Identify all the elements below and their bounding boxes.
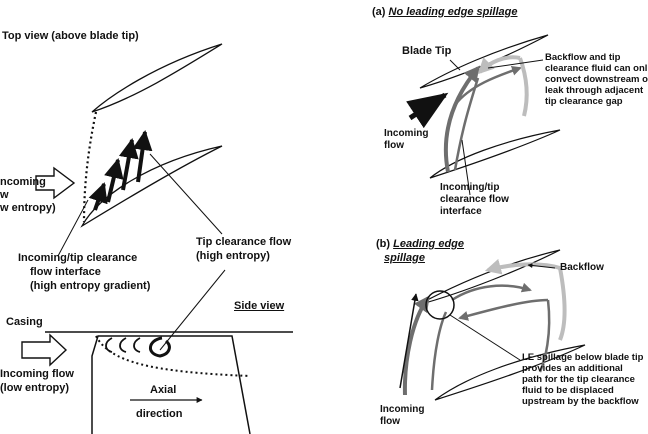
incoming-side-arrow bbox=[21, 333, 68, 367]
panel-b-title-line-1: Leading edge bbox=[393, 238, 465, 250]
tip-flow-leader-top bbox=[149, 153, 223, 235]
upper-blade bbox=[91, 43, 223, 113]
incoming-side-line-1: Incoming flow bbox=[0, 368, 74, 380]
backflow-a-line-1: Backflow and tip bbox=[545, 52, 621, 63]
tip-arrow-4 bbox=[132, 130, 153, 183]
blade-tip-label: Blade Tip bbox=[402, 45, 452, 57]
le-b-line-2: provides an additional bbox=[522, 363, 623, 374]
incoming-arrow-b bbox=[399, 293, 419, 389]
top-view-title: Top view (above blade tip) bbox=[2, 30, 139, 42]
backflow-a-line-3: convect downstream o bbox=[545, 74, 648, 85]
flow-paths-b bbox=[402, 258, 567, 396]
top-view-blades bbox=[80, 43, 223, 228]
side-vortex bbox=[105, 336, 171, 358]
incoming-top-line-3: w entropy) bbox=[0, 202, 56, 214]
panel-a-prefix: (a) bbox=[372, 6, 389, 18]
entropy-dotted-line bbox=[95, 335, 251, 377]
le-b-line-4: fluid to be displaced bbox=[522, 385, 614, 396]
interface-a-line-1: Incoming/tip bbox=[440, 182, 500, 193]
backflow-leader-b bbox=[527, 263, 556, 269]
tip-flow-label-line-2: (high entropy) bbox=[196, 250, 270, 262]
panel-a-title-text: No leading edge spillage bbox=[388, 6, 518, 18]
casing-label: Casing bbox=[6, 316, 43, 328]
incoming-b-line-1: Incoming bbox=[380, 404, 425, 415]
tip-flow-label-line-1: Tip clearance flow bbox=[196, 236, 292, 248]
incoming-a-line-2: flow bbox=[384, 140, 404, 151]
tip-arrow-1 bbox=[88, 182, 108, 211]
backflow-leader-a bbox=[487, 59, 544, 69]
interface-label-line-3: (high entropy gradient) bbox=[30, 280, 151, 292]
flow-paths-a bbox=[443, 55, 529, 173]
tip-clearance-arrows bbox=[88, 130, 153, 211]
backflow-a-line-4: leak through adjacent bbox=[545, 85, 644, 96]
incoming-hollow-arrow bbox=[35, 166, 76, 200]
direction-label: direction bbox=[136, 408, 183, 420]
axial-label: Axial bbox=[150, 384, 177, 396]
le-b-line-1: LE spillage below blade tip bbox=[522, 352, 644, 363]
le-b-line-3: path for the tip clearance bbox=[522, 374, 635, 385]
backflow-a-line-2: clearance fluid can onl bbox=[545, 63, 648, 74]
le-b-line-5: upstream by the backflow bbox=[522, 396, 639, 407]
panel-b-title: (b) Leading edge bbox=[376, 238, 464, 250]
tip-arrow-3 bbox=[118, 138, 139, 191]
interface-a-line-3: interface bbox=[440, 206, 482, 217]
backflow-a-line-5: tip clearance gap bbox=[545, 96, 623, 107]
incoming-top-line-2: w bbox=[0, 189, 9, 201]
side-view-title: Side view bbox=[234, 300, 285, 312]
panel-b-title-line-2: spillage bbox=[384, 252, 425, 264]
blade-profile bbox=[91, 335, 251, 434]
tip-arrow-2 bbox=[104, 158, 124, 203]
backflow-b-label: Backflow bbox=[560, 262, 604, 273]
le-spillage-circle bbox=[425, 290, 455, 320]
panel-b-prefix: (b) bbox=[376, 238, 394, 250]
interface-a-line-2: clearance flow bbox=[440, 194, 509, 205]
incoming-arrow-a bbox=[406, 92, 449, 129]
interface-leader-a bbox=[461, 139, 471, 196]
tip-flow-leader-side bbox=[159, 269, 226, 351]
interface-label-line-1: Incoming/tip clearance bbox=[18, 252, 138, 264]
interface-leader bbox=[57, 199, 89, 257]
panel-a-title: (a) No leading edge spillage bbox=[372, 6, 517, 18]
le-leader-b bbox=[449, 314, 521, 361]
incoming-a-line-1: Incoming bbox=[384, 128, 429, 139]
interface-label-line-2: flow interface bbox=[30, 266, 101, 278]
blade-tip-leader-a bbox=[449, 59, 461, 71]
incoming-side-line-2: (low entropy) bbox=[0, 382, 70, 394]
incoming-top-line-1: ncoming bbox=[0, 176, 46, 188]
interface-dotted-line bbox=[82, 111, 98, 223]
incoming-b-line-2: flow bbox=[380, 416, 400, 427]
